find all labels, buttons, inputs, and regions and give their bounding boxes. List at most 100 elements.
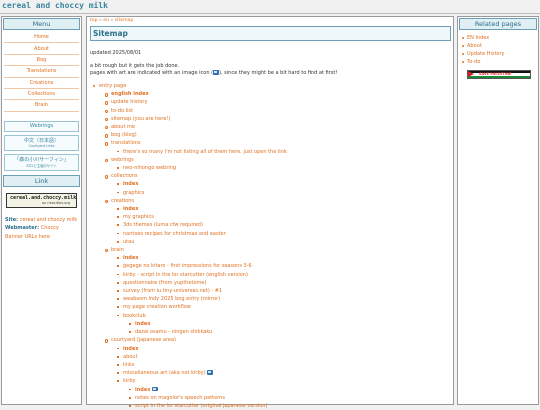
link-3ds-themes[interactable]: 3ds themes (luma cfw required) — [123, 222, 203, 229]
related-link-todo[interactable]: To-do — [462, 58, 538, 66]
flag-stripe-white — [468, 73, 530, 76]
link-neo-nihongo[interactable]: neo-nihongo webring — [123, 165, 177, 172]
list-item: miscellaneous art (aka not kirby) — [117, 369, 453, 377]
related-pages-list: EN Index About Update History To-do — [462, 34, 538, 66]
link-collections-index[interactable]: index — [123, 181, 139, 188]
link-survey[interactable]: survey (from iu.tiny-universes.net) - #1 — [123, 288, 223, 295]
link-courtyard-links[interactable]: links — [123, 361, 135, 368]
link-misc-art[interactable]: miscellaneous art (aka not kirby) — [123, 370, 206, 377]
link-courtyard[interactable]: courtyard (japanese area) — [111, 337, 177, 344]
nav-about[interactable]: About — [4, 43, 79, 55]
link-entry-page[interactable]: entry page — [99, 83, 127, 89]
webrings-link[interactable]: Webrings — [4, 120, 79, 132]
image-icon — [207, 370, 214, 375]
list-item: about me — [105, 123, 453, 131]
link-brain[interactable]: brain — [111, 247, 124, 254]
nav-creations[interactable]: Creations — [4, 78, 79, 89]
link-recipes[interactable]: nantoes recipes for christmas and easter — [123, 230, 226, 237]
link-utau[interactable]: utau — [123, 238, 135, 245]
nav-bog[interactable]: Bog — [4, 55, 79, 67]
link-courtyard-index[interactable]: index — [123, 345, 139, 352]
link-collections[interactable]: collections — [111, 173, 138, 180]
banner-urls-link[interactable]: Banner URLs here — [5, 233, 50, 240]
site-value-link[interactable]: cereal and choccy milk — [19, 216, 78, 223]
link-workflow[interactable]: my page creation workflow — [123, 304, 191, 311]
list-item: there's so many i'm not listing all of t… — [117, 148, 453, 156]
nihongo-link-sub: ATロビ主催のサイト — [26, 164, 57, 169]
nav-brain[interactable]: Brain — [4, 100, 79, 112]
site-link-button[interactable]: cereal.and.choccy.milk on neocities.org — [6, 192, 77, 208]
list-item: my page creation workflow — [117, 303, 453, 311]
image-icon — [152, 386, 159, 392]
list-item: index — [129, 386, 453, 394]
list-item: bookclub index dazai osamu - ningen shik… — [117, 312, 453, 337]
list-item: index — [117, 205, 453, 213]
list-item: notes on magolor's speech patterns — [129, 394, 453, 402]
list-item: kirby - script in the lor starcutter (en… — [117, 271, 453, 279]
list-item: about — [117, 353, 453, 361]
link-bookclub-index[interactable]: index — [135, 320, 151, 327]
link-creations-index[interactable]: index — [123, 206, 139, 213]
link-creations[interactable]: creations — [111, 197, 135, 204]
link-weabsom[interactable]: weabsom indy 2025 bog entry (mirror) — [123, 296, 221, 303]
list-item: my graphics — [117, 213, 453, 221]
related-link-about[interactable]: About — [462, 42, 538, 50]
link-translations[interactable]: translations — [111, 140, 141, 147]
link-gegege[interactable]: gegege no kitaro - first impressions for… — [123, 263, 252, 270]
list-item: english index — [105, 90, 453, 98]
palestine-flag-banner[interactable]: SAVE PALESTINE — [467, 70, 531, 79]
link-kirby-script-en[interactable]: kirby - script in the lor starcutter (en… — [123, 271, 248, 278]
link-webrings[interactable]: webrings — [111, 156, 134, 163]
webmaster-link[interactable]: Choccy — [40, 225, 59, 232]
link-kirby-script-jp[interactable]: script in the lor starcutter (original j… — [135, 402, 268, 409]
link-brain-index[interactable]: index — [123, 255, 139, 262]
related-link-en-index[interactable]: EN Index — [462, 34, 538, 42]
link-dazai[interactable]: dazai osamu - ningen shikkaku — [135, 329, 213, 336]
nihongo-webring-link[interactable]: 「森の小川サーフィン」 ATロビ主催のサイト — [4, 153, 79, 171]
link-collections-graphics[interactable]: graphics — [123, 189, 145, 196]
link-my-graphics[interactable]: my graphics — [123, 214, 154, 221]
breadcrumb-en[interactable]: en — [103, 18, 110, 23]
nav-home[interactable]: Home — [4, 32, 79, 44]
link-sitemap[interactable]: sitemap (you are here!) — [111, 115, 171, 122]
link-kirby-index[interactable]: index — [135, 386, 151, 393]
flag-stripe-green — [468, 75, 530, 78]
link-questionnaire[interactable]: questionnaire (from yupthetome) — [123, 279, 207, 286]
site-label: Site: — [5, 216, 19, 223]
list-item: creations index my graphics 3ds themes (… — [105, 197, 453, 246]
header-divider — [0, 13, 540, 14]
link-english-index[interactable]: english index — [111, 91, 149, 98]
breadcrumb-current: sitemap — [114, 18, 134, 23]
list-item: kirby index notes on magolor's speech pa… — [117, 377, 453, 410]
list-item: bog (blog) — [105, 131, 453, 139]
list-item: index — [129, 320, 453, 328]
link-update-history[interactable]: update history — [111, 99, 148, 106]
link-kirby[interactable]: kirby — [123, 378, 136, 385]
list-item: links — [117, 361, 453, 369]
link-bog[interactable]: bog (blog) — [111, 132, 137, 139]
link-courtyard-about[interactable]: about — [123, 353, 138, 360]
list-item: translations there's so many i'm not lis… — [105, 139, 453, 156]
intro-line-2: pages with art are indicated with an ima… — [90, 70, 338, 76]
related-pages-title: Related pages — [459, 18, 537, 30]
japanese-link[interactable]: 中文（日本語） Courtyard Links — [4, 134, 79, 151]
link-todo[interactable]: to-do list — [111, 107, 134, 114]
link-title: Link — [3, 174, 80, 187]
webmaster-label: Webmaster: — [5, 225, 40, 232]
list-item: index — [117, 345, 453, 353]
breadcrumb-top[interactable]: top — [90, 18, 98, 23]
related-link-update-history[interactable]: Update History — [462, 50, 538, 58]
breadcrumb-separator: » — [99, 18, 102, 23]
list-item: questionnaire (from yupthetome) — [117, 279, 453, 287]
page-title: Sitemap — [90, 26, 451, 41]
list-item: index — [117, 254, 453, 262]
list-item: index — [117, 180, 453, 188]
nav-collections[interactable]: Collections — [4, 89, 79, 101]
list-item: gegege no kitaro - first impressions for… — [117, 262, 453, 270]
intro-text: a bit rough but it gets the job done. pa… — [90, 63, 453, 77]
link-bookclub[interactable]: bookclub — [123, 312, 146, 319]
link-magolor-notes[interactable]: notes on magolor's speech patterns — [135, 394, 225, 401]
link-about[interactable]: about me — [111, 124, 135, 131]
nav-translations[interactable]: Translations — [4, 66, 79, 78]
translations-note: there's so many i'm not listing all of t… — [123, 148, 287, 155]
